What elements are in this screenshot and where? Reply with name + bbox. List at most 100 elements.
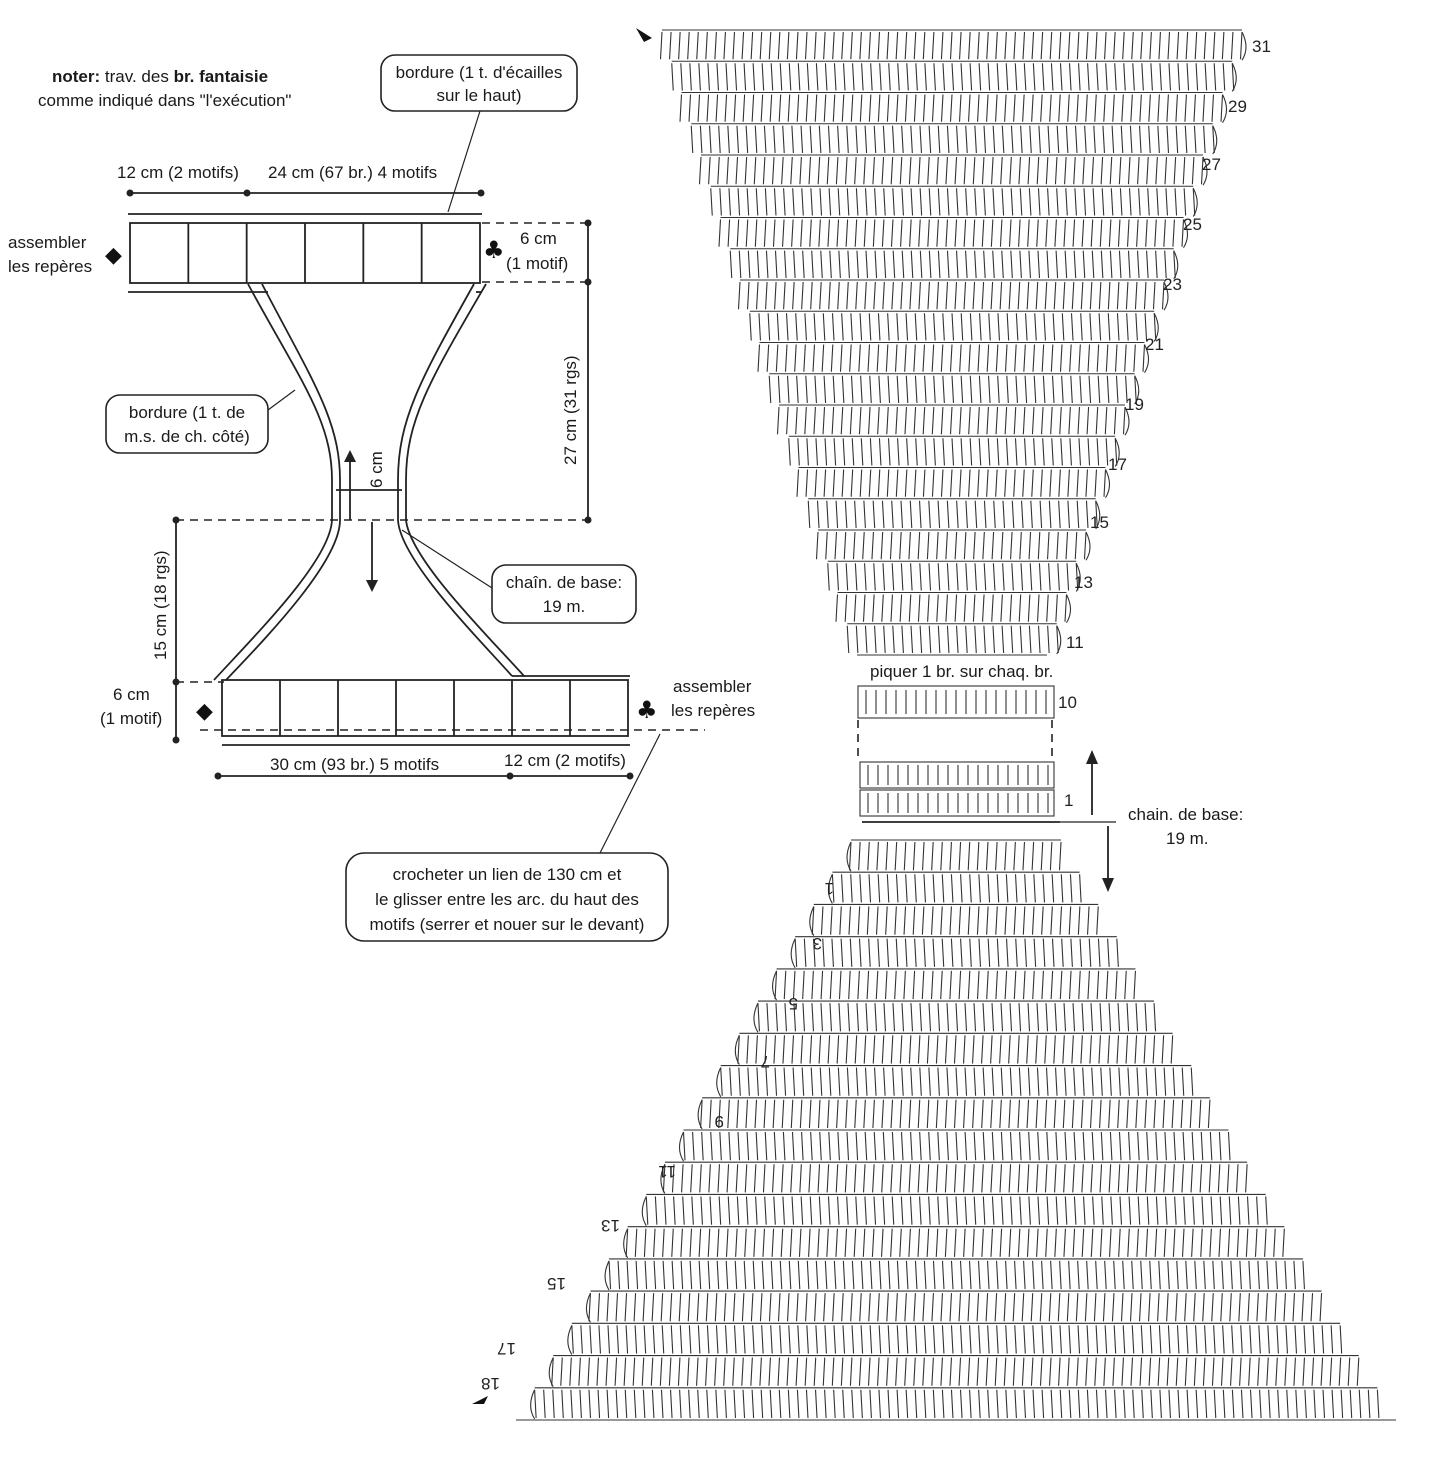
chart-stitch <box>1193 125 1197 154</box>
chart-stitch <box>1005 63 1009 91</box>
chart-stitch <box>955 1003 959 1032</box>
chart-stitch <box>1099 1164 1103 1193</box>
chart-stitch <box>927 219 930 247</box>
chart-stitch <box>1162 1099 1166 1129</box>
chart-stitch <box>1089 1099 1093 1129</box>
chart-stitch <box>1173 250 1176 279</box>
chart-stitch <box>1158 1325 1162 1354</box>
chart-stitch <box>905 313 909 341</box>
chart-stitch <box>840 1357 844 1386</box>
chart-stitch <box>845 219 849 247</box>
chart-stitch <box>1046 1196 1050 1225</box>
chart-stitch <box>1080 281 1084 310</box>
chart-stitch <box>871 1228 875 1257</box>
chart-stitch <box>960 938 963 967</box>
chart-stitch <box>725 1260 729 1290</box>
chart-stitch <box>918 156 921 185</box>
chart-edge-loop <box>548 1357 554 1388</box>
chart-stitch <box>863 500 866 529</box>
chart-stitch <box>733 1389 737 1419</box>
chart-stitch <box>733 94 737 122</box>
chart-stitch <box>814 94 818 122</box>
chart-stitch <box>1040 469 1043 497</box>
chart-stitch <box>891 1196 895 1225</box>
chart-stitch <box>1033 438 1036 466</box>
chart-stitch <box>928 125 932 154</box>
chart-stitch <box>1107 938 1110 967</box>
waist-width-label: 6 cm <box>367 451 386 488</box>
chart-stitch <box>1102 1293 1106 1322</box>
chart-stitch <box>915 63 918 91</box>
chart-stitch <box>972 219 976 247</box>
chart-stitch <box>1157 125 1160 154</box>
chart-stitch <box>853 594 857 622</box>
chart-stitch <box>1019 625 1023 654</box>
chart-stitch <box>884 970 888 1000</box>
chart-stitch <box>743 1325 746 1354</box>
chart-stitch <box>802 250 805 279</box>
chart-edge-loop <box>827 873 833 904</box>
chart-stitch <box>762 1164 766 1193</box>
chart-stitch <box>772 219 776 247</box>
chart-stitch <box>905 1325 909 1354</box>
chart-stitch <box>940 94 944 122</box>
chart-stitch <box>1172 219 1175 247</box>
chart-stitch <box>999 1099 1002 1129</box>
chart-stitch <box>801 1131 804 1161</box>
chart-stitch <box>1017 1099 1021 1129</box>
chart-stitch <box>1129 1293 1133 1322</box>
chart-stitch <box>1166 1293 1169 1322</box>
chart-stitch <box>860 438 864 466</box>
chart-stitch <box>894 970 897 1000</box>
chart-stitch <box>1226 1164 1230 1193</box>
chart-stitch <box>700 1099 703 1129</box>
chart-stitch <box>1027 219 1030 247</box>
chart-stitch <box>949 1357 953 1386</box>
chart-stitch <box>829 1003 833 1032</box>
bottom-tick-b <box>506 772 514 780</box>
chart-stitch <box>944 1164 948 1193</box>
chart-stitch <box>904 1357 907 1386</box>
chart-stitch <box>826 1228 829 1257</box>
chart-stitch <box>671 1260 675 1290</box>
chart-stitch <box>719 188 722 216</box>
chart-stitch <box>744 1164 748 1193</box>
chart-stitch <box>1072 1164 1075 1193</box>
chart-stitch <box>1059 906 1063 935</box>
chart-stitch <box>1030 1357 1034 1386</box>
chart-stitch <box>794 344 797 372</box>
chart-stitch <box>728 1131 731 1161</box>
chart-stitch <box>1081 219 1085 247</box>
chart-stitch <box>937 1003 941 1032</box>
chart-stitch <box>1147 188 1150 216</box>
chart-stitch <box>1087 63 1090 91</box>
chart-stitch <box>1041 406 1044 435</box>
chart-stitch <box>842 1260 846 1290</box>
chart-stitch <box>953 1099 957 1129</box>
chart-stitch <box>755 281 759 310</box>
chart-stitch <box>869 1260 873 1290</box>
chart-stitch <box>899 1164 902 1193</box>
chart-stitch <box>1092 188 1096 216</box>
chart-stitch <box>890 219 894 247</box>
chart-stitch <box>814 375 817 404</box>
chart-stitch <box>805 94 809 122</box>
chart-stitch <box>983 250 986 279</box>
chart-stitch <box>904 406 908 435</box>
chart-stitch <box>959 1325 963 1354</box>
chart-stitch <box>1239 1357 1242 1386</box>
chart-stitch <box>746 281 750 310</box>
chart-stitch <box>941 874 945 903</box>
chart-stitch <box>1267 1325 1270 1354</box>
chart-stitch <box>1040 94 1043 122</box>
chart-stitch <box>1122 31 1125 60</box>
chart-stitch <box>1048 563 1051 591</box>
chart-stitch <box>763 219 767 247</box>
chart-stitch <box>1069 344 1072 372</box>
chart-stitch <box>987 1389 990 1419</box>
chart-stitch <box>688 1325 692 1354</box>
chart-stitch <box>981 1164 984 1193</box>
chart-stitch <box>1331 1389 1335 1419</box>
chart-stitch <box>1045 1067 1049 1096</box>
chart-stitch <box>1059 406 1062 435</box>
